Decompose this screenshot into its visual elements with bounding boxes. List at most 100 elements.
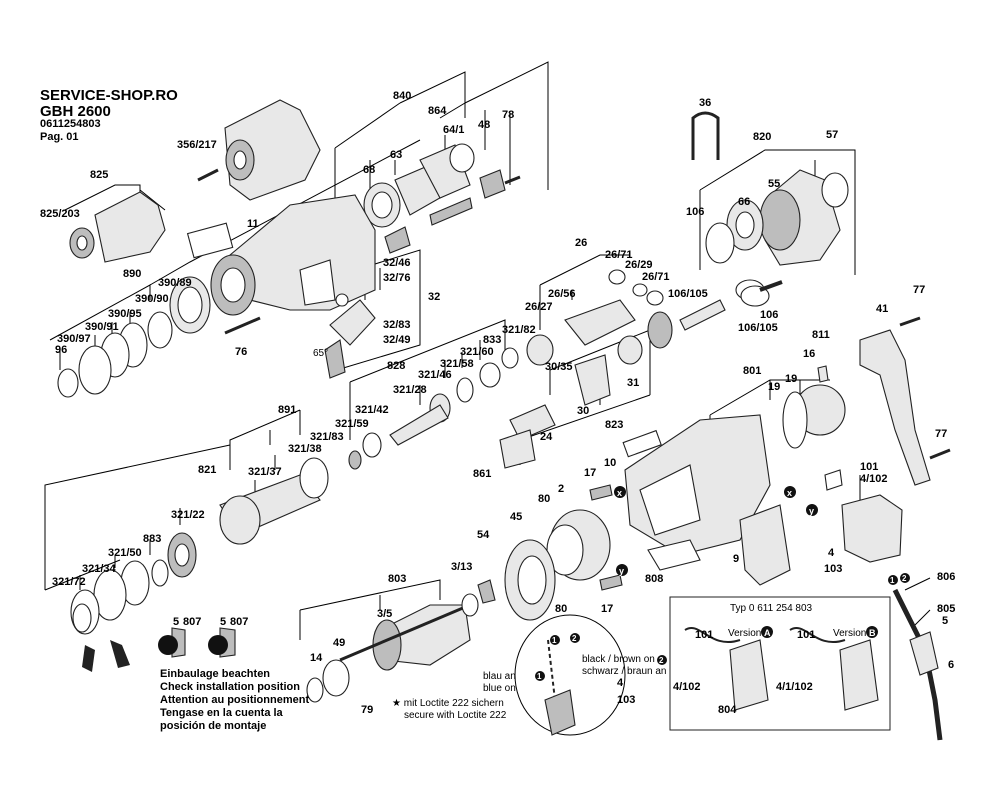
inset-version-a: Version <box>728 628 761 639</box>
callout-11: 11 <box>247 218 259 230</box>
inset-version-b: Version <box>833 628 866 639</box>
callout-78: 78 <box>502 109 514 121</box>
callout-4-wiring: 4 <box>617 677 624 689</box>
callout-823: 823 <box>605 419 623 431</box>
callout-5: 5 <box>942 615 948 627</box>
callout-4-1-102-inset: 4/1/102 <box>776 681 813 693</box>
callout-3-5: 3/5 <box>377 608 392 620</box>
model-title: GBH 2600 <box>40 103 111 120</box>
marker-1-c: 1 <box>890 576 895 585</box>
install-note: Einbaulage beachten Check installation p… <box>160 668 309 733</box>
callout-55: 55 <box>768 178 780 190</box>
callout-66: 66 <box>738 196 750 208</box>
callout-321-22: 321/22 <box>171 509 205 521</box>
callout-803: 803 <box>388 573 406 585</box>
callout-45: 45 <box>510 511 522 523</box>
callout-321-34: 321/34 <box>82 563 117 575</box>
callout-19-b: 19 <box>785 373 797 385</box>
callout-32: 32 <box>428 291 440 303</box>
inset-title: Typ 0 611 254 803 <box>730 603 813 614</box>
callout-54: 54 <box>477 529 490 541</box>
callout-321-72: 321/72 <box>52 576 86 588</box>
install-note-es-1: Tengase en la cuenta la <box>160 707 283 719</box>
callout-77-b: 77 <box>935 428 947 440</box>
callout-825: 825 <box>90 169 108 181</box>
callout-16: 16 <box>803 348 815 360</box>
callout-106-105: 106/105 <box>668 288 708 300</box>
callout-321-60: 321/60 <box>460 346 494 358</box>
callout-811: 811 <box>812 329 830 341</box>
badge-a: A <box>764 628 771 638</box>
callout-321-82: 321/82 <box>502 324 536 336</box>
callout-64-1: 64/1 <box>443 124 464 136</box>
callout-820: 820 <box>753 131 771 143</box>
callout-4: 4 <box>828 547 835 559</box>
callout-806: 806 <box>937 571 955 583</box>
install-note-de: Einbaulage beachten <box>160 668 271 680</box>
callout-26-71-b: 26/71 <box>642 271 670 283</box>
callout-321-38: 321/38 <box>288 443 322 455</box>
callout-26: 26 <box>575 237 587 249</box>
callout-24: 24 <box>540 431 553 443</box>
housing-part <box>186 194 376 316</box>
callout-807-left: 807 <box>183 616 201 628</box>
callout-63: 63 <box>390 149 402 161</box>
callout-5-left: 5 <box>173 616 179 628</box>
wiring-blue-en: blue on <box>483 683 516 694</box>
callout-101-inset: 101 <box>695 629 713 641</box>
callout-26-29: 26/29 <box>625 259 653 271</box>
callout-26-71: 26/71 <box>605 249 633 261</box>
install-note-es-2: posición de montaje <box>160 720 267 732</box>
callout-32-46: 32/46 <box>383 257 411 269</box>
callout-4-102-inset: 4/102 <box>673 681 701 693</box>
callout-26-27: 26/27 <box>525 301 553 313</box>
wiring-black-en: black / brown on <box>582 654 655 665</box>
callout-41: 41 <box>876 303 888 315</box>
callout-390-95: 390/95 <box>108 308 142 320</box>
callout-32-76: 32/76 <box>383 272 411 284</box>
loctite-note: ★ mit Loctite 222 sichern secure with Lo… <box>392 698 506 722</box>
callout-801: 801 <box>743 365 761 377</box>
marker-2-a: 2 <box>572 634 577 643</box>
callout-890: 890 <box>123 268 141 280</box>
callout-32-49: 32/49 <box>383 334 411 346</box>
callout-321-28: 321/28 <box>393 384 427 396</box>
parts <box>57 99 951 741</box>
callout-321-37: 321/37 <box>248 466 282 478</box>
callout-103: 103 <box>824 563 842 575</box>
callout-106-b: 106 <box>760 309 778 321</box>
callout-390-89: 390/89 <box>158 277 192 289</box>
callout-49: 49 <box>333 637 345 649</box>
callout-321-42: 321/42 <box>355 404 389 416</box>
callout-48: 48 <box>478 119 490 131</box>
motor-housing-part <box>622 414 791 586</box>
callout-80-b: 80 <box>555 603 567 615</box>
callout-36: 36 <box>699 97 711 109</box>
callout-321-58: 321/58 <box>440 358 474 370</box>
loctite-note-de: ★ mit Loctite 222 sichern <box>392 698 504 709</box>
callout-76: 76 <box>235 346 247 358</box>
marker-x-2: x <box>787 488 792 498</box>
marker-2-b: 2 <box>659 656 664 665</box>
callout-30: 30 <box>577 405 589 417</box>
callout-101-inset-b: 101 <box>797 629 815 641</box>
callout-805: 805 <box>937 603 955 615</box>
marker-1-b: 1 <box>537 672 542 681</box>
marker-x-1: x <box>617 488 622 498</box>
callout-10: 10 <box>604 457 616 469</box>
gearbox-part <box>705 169 849 266</box>
callout-5-right: 5 <box>220 616 226 628</box>
callout-32-83: 32/83 <box>383 319 411 331</box>
install-note-fr: Attention au positionnement <box>160 694 310 706</box>
callout-106-105-b: 106/105 <box>738 322 778 334</box>
callout-828: 828 <box>387 360 405 372</box>
loctite-note-en: secure with Loctite 222 <box>404 710 507 721</box>
callout-390-90: 390/90 <box>135 293 169 305</box>
callout-77: 77 <box>913 284 925 296</box>
callout-14: 14 <box>310 652 323 664</box>
callout-angle: 65° <box>313 348 328 359</box>
marker-2-c: 2 <box>902 574 907 583</box>
callout-390-91: 390/91 <box>85 321 119 333</box>
part-number: 0611254803 <box>40 118 101 130</box>
